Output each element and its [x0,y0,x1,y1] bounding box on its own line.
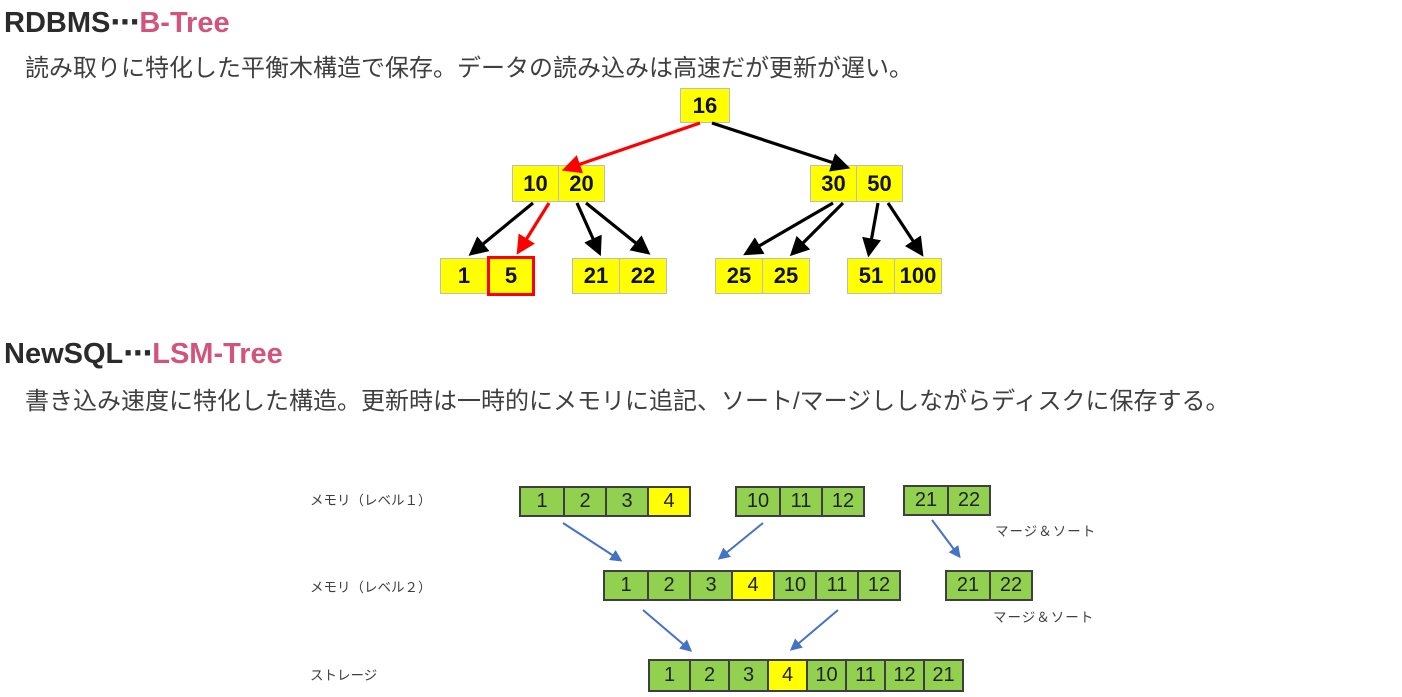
lsm-description: 書き込み速度に特化した構造。更新時は一時的にメモリに追記、ソート/マージししなが… [25,388,1230,415]
merge-sort-label-1: マージ＆ソート [995,524,1097,539]
btree-description: 読み取りに特化した平衡木構造で保存。データの読み込みは高速だが更新が遅い。 [25,55,913,82]
cell-21: 21 [947,572,989,599]
lsm-row-label-storage: ストレージ [310,668,378,683]
cell-1: 1 [521,488,563,515]
cell-25: 25 [762,258,810,294]
cell-4: 4 [731,572,773,599]
cell-21: 21 [923,661,962,690]
btree-edge-20-to-21 [575,202,602,257]
cell-12: 12 [821,488,863,515]
lsm-section-title: NewSQL⋯LSM-Tree [4,336,283,371]
lsm-arrow-l1c-to-l2 [931,519,961,559]
btree-edge-root-to-left-red [561,121,701,174]
cell-10: 10 [806,661,845,690]
cell-50: 50 [856,165,903,202]
cell-4: 4 [767,661,806,690]
lsm-arrow-l1a-to-l2 [562,522,623,562]
btree-title-prefix: RDBMS⋯ [4,7,140,39]
cell-2: 2 [563,488,605,515]
cell-51: 51 [847,258,895,294]
btree-title-highlight: B-Tree [139,7,230,39]
cell-20: 20 [558,165,605,202]
cell-11: 11 [815,572,857,599]
cell-12: 12 [857,572,899,599]
btree-edge-20-to-22 [584,201,651,255]
lsm-arrow-l2-to-storage-left [642,609,693,652]
merge-sort-label-2: マージ＆ソート [993,610,1095,625]
lsm-arrow-l1b-to-l2 [717,522,764,560]
cell-11: 11 [779,488,821,515]
btree-edge-10-to-5-red [516,202,551,255]
cell-25: 25 [715,258,763,294]
cell-3: 3 [689,572,731,599]
btree-edge-30-to-25a [743,201,834,256]
cell-10: 10 [737,488,779,515]
lsm-row-label-memory-level2: メモリ（レベル２） [310,580,432,595]
cell-1: 1 [440,258,488,294]
cell-22: 22 [619,258,667,294]
lsm-title-highlight: LSM-Tree [152,338,283,370]
cell-12: 12 [884,661,923,690]
cell-21: 21 [905,487,947,514]
cell-4: 4 [647,488,689,515]
cell-22: 22 [989,572,1031,599]
btree-root-node: 16 [680,88,730,123]
cell-30: 30 [810,165,857,202]
btree-edge-30-to-25b [789,201,845,257]
cell-10: 10 [773,572,815,599]
cell-21: 21 [572,258,620,294]
btree-section-title: RDBMS⋯B-Tree [4,5,230,40]
cell-2: 2 [689,661,728,690]
btree-edge-root-to-right [711,121,851,172]
cell-22: 22 [947,487,989,514]
btree-edge-50-to-100 [886,202,924,257]
cell-100: 100 [894,258,942,294]
cell-16: 16 [680,88,730,123]
cell-5: 5 [487,256,535,296]
cell-2: 2 [647,572,689,599]
btree-edge-50-to-51 [862,202,882,258]
lsm-title-prefix: NewSQL⋯ [4,338,153,370]
cell-1: 1 [605,572,647,599]
cell-3: 3 [728,661,767,690]
cell-1: 1 [650,661,689,690]
lsm-arrow-l2-to-storage-right [789,609,839,651]
cell-10: 10 [512,165,559,202]
lsm-row-label-memory-level1: メモリ（レベル１） [310,493,432,508]
cell-3: 3 [605,488,647,515]
cell-11: 11 [845,661,884,690]
btree-edge-10-to-1 [468,201,535,256]
